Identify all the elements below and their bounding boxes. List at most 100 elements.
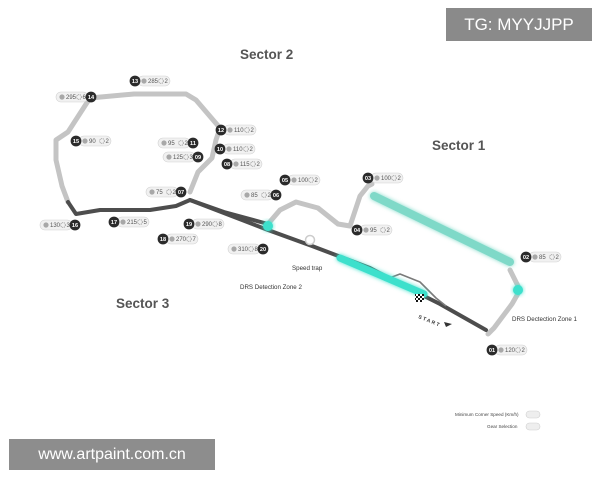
speed-gauge-icon (59, 94, 65, 100)
corner-number-badge (187, 137, 199, 149)
drs-zone-1-label: DRS Dectection Zone 1 (512, 316, 578, 323)
corner-number-badge (351, 224, 363, 236)
corner-number-badge (183, 218, 195, 230)
drs-zone-2-label: DRS Detection Zone 2 (240, 284, 302, 291)
corner-gear: 8 (255, 247, 259, 253)
track-segment-main-straight (188, 198, 488, 332)
speed-trap-label: Speed trap (292, 265, 323, 272)
speed-gauge-icon (226, 146, 232, 152)
speed-gauge-icon (169, 236, 175, 242)
speed-gauge-icon (498, 347, 504, 353)
corner-speed: 85 (539, 255, 546, 261)
corner-gear: 3 (67, 223, 71, 229)
corner-number: 03 (365, 176, 371, 182)
gear-icon (137, 219, 143, 225)
track-segment-turn2-to-1 (485, 267, 523, 337)
corner-number-badge (157, 233, 169, 245)
corner-number: 02 (523, 255, 529, 261)
corner-gear: 5 (144, 220, 148, 226)
corner-number-badge (175, 186, 187, 198)
corner-number: 18 (160, 237, 166, 243)
corner-number: 16 (72, 223, 78, 229)
gear-icon (248, 246, 254, 252)
sector-2-label: Sector 2 (240, 47, 293, 62)
corner-number: 07 (178, 190, 184, 196)
corner-number: 06 (273, 193, 279, 199)
corner-number: 01 (489, 348, 495, 354)
corner-number: 15 (73, 139, 79, 145)
corner-number-badge (221, 158, 233, 170)
drs-zone-back-straight (370, 192, 514, 266)
corner-number-badge (192, 151, 204, 163)
speed-gauge-icon (43, 222, 49, 228)
corner-badge-08: 115 2 08 (221, 158, 263, 170)
corner-number: 08 (224, 162, 230, 168)
speed-gauge-icon (363, 227, 369, 233)
website-watermark: www.artpaint.com.cn (9, 439, 215, 470)
corner-gear: 2 (251, 128, 255, 134)
corner-speed: 110 (234, 128, 244, 134)
corner-number-badge (279, 174, 291, 186)
corner-number-badge (362, 172, 374, 184)
gear-icon (183, 154, 189, 160)
corner-gear: 2 (173, 190, 177, 196)
corner-number: 13 (132, 79, 138, 85)
speed-gauge-icon (374, 175, 380, 181)
track-segment-sector1-light (265, 181, 375, 229)
telegram-watermark: TG: MYYJJPP (446, 8, 592, 41)
corner-gear: 2 (106, 139, 110, 145)
corner-speed: 215 (127, 220, 138, 226)
speed-gauge-icon (231, 246, 237, 252)
speed-gauge-icon (532, 254, 538, 260)
corner-speed: 270 (176, 237, 187, 243)
sector-1-label: Sector 1 (432, 138, 486, 153)
legend-gear-label: Gear Selection (487, 424, 518, 429)
corner-speed: 90 (89, 139, 96, 145)
corner-speed: 95 (168, 141, 175, 147)
gear-icon (380, 227, 386, 233)
drs-zones (263, 192, 523, 298)
gear-icon (178, 140, 184, 146)
track-pitlane (383, 273, 447, 307)
gear-icon (308, 177, 314, 183)
corner-number-badge (257, 243, 269, 255)
corner-speed: 85 (251, 193, 258, 199)
corner-speed: 290 (202, 222, 213, 228)
speed-gauge-icon (149, 189, 155, 195)
corner-speed: 130 (50, 223, 61, 229)
drs-detection-point-2 (263, 221, 273, 231)
speed-gauge-icon (195, 221, 201, 227)
corner-speed: 115 (240, 162, 250, 168)
speed-gauge-icon (82, 138, 88, 144)
gear-icon (250, 161, 256, 167)
corner-speed: 100 (298, 178, 309, 184)
corner-gear: 2 (257, 162, 261, 168)
corner-number: 14 (88, 95, 95, 101)
gear-icon (243, 146, 249, 152)
corner-number-badge (70, 135, 82, 147)
gear-icon (60, 222, 66, 228)
corner-gear: 8 (219, 222, 223, 228)
corner-number: 11 (190, 141, 196, 147)
corner-speed: 285 (148, 79, 159, 85)
gear-icon (244, 127, 250, 133)
gear-icon (212, 221, 218, 227)
corner-gear: 2 (268, 193, 272, 199)
start-label: START (417, 314, 441, 328)
corner-gear: 2 (185, 141, 189, 147)
corner-speed: 120 (505, 348, 516, 354)
drs-zone-main-straight (336, 254, 428, 298)
speed-gauge-icon (161, 140, 167, 146)
sector-3-label: Sector 3 (116, 296, 170, 311)
